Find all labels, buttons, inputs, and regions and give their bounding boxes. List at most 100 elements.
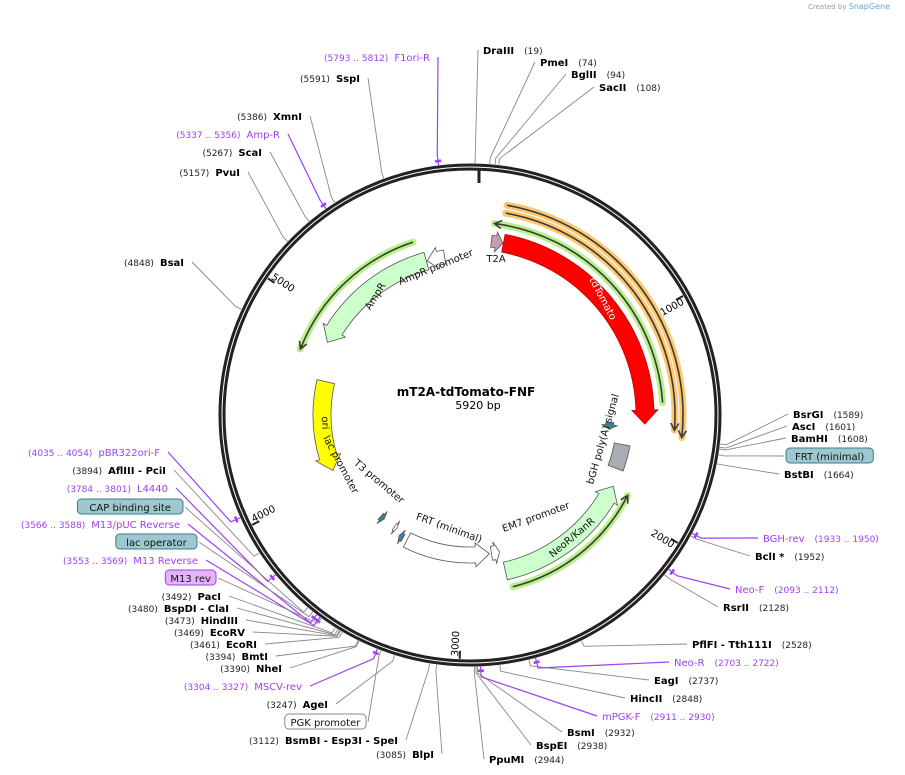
primer-f1ori-r[interactable]: (5793 .. 5812)F1ori-R [324, 53, 430, 64]
site-name: BamHI [791, 434, 828, 445]
enzyme-site-bsmi[interactable]: BsmI (2932) [567, 728, 635, 739]
enzyme-site-pmei[interactable]: PmeI(74) [540, 58, 597, 69]
enzyme-site-hindiii[interactable]: (3473)HindIII [165, 616, 238, 627]
enzyme-site-bspei[interactable]: BspEI(2938) [536, 741, 607, 752]
site-position: (5337 .. 5356) [176, 131, 240, 141]
primer-neo-r[interactable]: Neo-R(2703 .. 2722) [674, 658, 779, 669]
feature-ampr[interactable] [322, 251, 430, 343]
enzyme-site-hincii[interactable]: HincII(2848) [630, 694, 702, 705]
enzyme-site-bstbi[interactable]: BstBI(1664) [784, 470, 854, 481]
primer-m13-reverse[interactable]: (3553 .. 3569)M13 Reverse [63, 556, 198, 567]
feature-em7-promoter[interactable] [489, 541, 500, 564]
enzyme-site-bcli-[interactable]: BclI *(1952) [755, 552, 824, 563]
enzyme-site-rsrii[interactable]: RsrII(2128) [723, 603, 789, 614]
leader-line [691, 532, 759, 539]
leader-line [309, 648, 379, 687]
feature-label: ori [319, 416, 330, 429]
enzyme-site-pflfi-tth111i[interactable]: PflFI - Tth111I(2528) [692, 640, 812, 651]
tick-label: 5000 [269, 272, 296, 295]
enzyme-site-pvui[interactable]: (5157)PvuI [179, 168, 240, 179]
feature-t2a[interactable] [490, 230, 504, 254]
enzyme-site-bmti[interactable]: (3394)BmtI [206, 652, 268, 663]
leader-line [499, 664, 626, 699]
feature-tag-cap-binding-site[interactable]: CAP binding site [76, 498, 184, 515]
enzyme-site-bsmbi-esp3i-spei[interactable]: (3112)BsmBI - Esp3I - SpeI [249, 736, 398, 747]
site-name: MSCV-rev [254, 682, 302, 693]
enzyme-site-bglii[interactable]: BglII(94) [571, 70, 625, 81]
primer-neo-f[interactable]: Neo-F(2093 .. 2112) [735, 585, 839, 596]
enzyme-site-sspi[interactable]: (5591)SspI [300, 74, 360, 85]
feature-tag-lac-operator[interactable]: lac operator [115, 533, 198, 550]
site-position: (3469) [174, 629, 204, 639]
enzyme-site-ppumi[interactable]: PpuMI(2944) [489, 755, 564, 766]
enzyme-site-paci[interactable]: (3492)PacI [162, 592, 221, 603]
leader-line [474, 49, 479, 165]
enzyme-site-asci[interactable]: AscI(1601) [792, 422, 855, 433]
feature-bgh-poly-a-signal[interactable] [607, 442, 631, 472]
tick-mark [251, 520, 260, 526]
site-label-text: SacII(108) [599, 83, 661, 94]
enzyme-site-ecorv[interactable]: (3469)EcoRV [174, 628, 245, 639]
feature-tdtomato[interactable] [501, 233, 659, 425]
feature-tag-box [164, 569, 217, 586]
enzyme-site-xmni[interactable]: (5386)XmnI [237, 112, 302, 123]
feature-frt-minimal-[interactable] [601, 421, 618, 430]
leader-line [498, 86, 595, 166]
site-label-text: (3894)AflIII - PciI [72, 466, 166, 477]
feature-ori[interactable] [312, 379, 342, 472]
ring-inner [222, 167, 718, 663]
site-position: (3480) [128, 605, 158, 615]
feature-frt-minimal-[interactable] [397, 529, 406, 545]
site-label-text: (3469)EcoRV [174, 628, 245, 639]
site-label-text: (3553 .. 3569)M13 Reverse [63, 556, 198, 567]
feature-neor-kanr[interactable] [502, 485, 619, 581]
site-label-text: (5591)SspI [300, 74, 360, 85]
site-position: (1589) [833, 411, 863, 421]
primer-amp-r[interactable]: (5337 .. 5356)Amp-R [176, 130, 280, 141]
primer-pbr322ori-f[interactable]: (4035 .. 4054)pBR322ori-F [28, 448, 160, 459]
site-position: (2932) [605, 729, 635, 739]
snapgene-credit: Created by SnapGene [808, 2, 890, 11]
site-name: SacII [599, 83, 626, 94]
enzyme-site-eagi[interactable]: EagI(2737) [654, 676, 718, 687]
leader-line [275, 639, 359, 657]
feature-pgk-promoter[interactable] [402, 532, 491, 568]
enzyme-site-agei[interactable]: (3247)AgeI [267, 700, 328, 711]
enzyme-site-ecori[interactable]: (3461)EcoRI [190, 640, 257, 651]
primer-m13-puc-reverse[interactable]: (3566 .. 3588)M13/pUC Reverse [21, 520, 180, 531]
orf-line [494, 222, 664, 403]
enzyme-site-bamhi[interactable]: BamHI(1608) [791, 434, 868, 445]
feature-tag-box [115, 533, 198, 550]
site-name: BsmI [567, 728, 595, 739]
site-name: HincII [630, 694, 662, 705]
feature-t3-promoter[interactable] [390, 520, 401, 535]
feature-tag-pgk-promoter[interactable]: PGK promoter [284, 713, 367, 730]
enzyme-site-afliii-pcii[interactable]: (3894)AflIII - PciI [72, 466, 166, 477]
site-label-text: BstBI(1664) [784, 470, 854, 481]
enzyme-site-bspdi-clai[interactable]: (3480)BspDI - ClaI [128, 604, 229, 615]
primer-bgh-rev[interactable]: BGH-rev(1933 .. 1950) [763, 534, 879, 545]
leader-line [309, 115, 336, 204]
site-position: (3112) [249, 737, 279, 747]
primer-l4440[interactable]: (3784 .. 3801)L4440 [67, 484, 168, 495]
feature-tag-m13-rev[interactable]: M13 rev [164, 569, 217, 586]
primer-mpgk-f[interactable]: mPGK-F(2911 .. 2930) [602, 712, 715, 723]
site-label-text: (3112)BsmBI - Esp3I - SpeI [249, 736, 398, 747]
enzyme-site-bsrgi[interactable]: BsrGI(1589) [793, 410, 863, 421]
enzyme-site-bsai[interactable]: (4848)BsaI [124, 258, 184, 269]
backbone-ring [218, 163, 722, 667]
feature-lac-promoter[interactable] [376, 511, 388, 524]
site-name: AscI [792, 422, 815, 433]
feature-ampr-promoter[interactable] [426, 246, 447, 270]
enzyme-site-draiii[interactable]: DraIII(19) [483, 46, 543, 57]
primer-mscv-rev[interactable]: (3304 .. 3327)MSCV-rev [184, 682, 302, 693]
enzyme-site-sacii[interactable]: SacII(108) [599, 83, 661, 94]
leader-line [247, 171, 289, 243]
tick-label: 1000 [659, 297, 687, 319]
site-label-text: (3304 .. 3327)MSCV-rev [184, 682, 302, 693]
feature-tag-frt-minimal-[interactable]: FRT (minimal) [785, 447, 874, 464]
enzyme-site-blpi[interactable]: (3085)BlpI [376, 750, 434, 761]
enzyme-site-scai[interactable]: (5267)ScaI [202, 148, 262, 159]
enzyme-site-nhei[interactable]: (3390)NheI [220, 664, 282, 675]
site-label-text: BclI *(1952) [755, 552, 824, 563]
